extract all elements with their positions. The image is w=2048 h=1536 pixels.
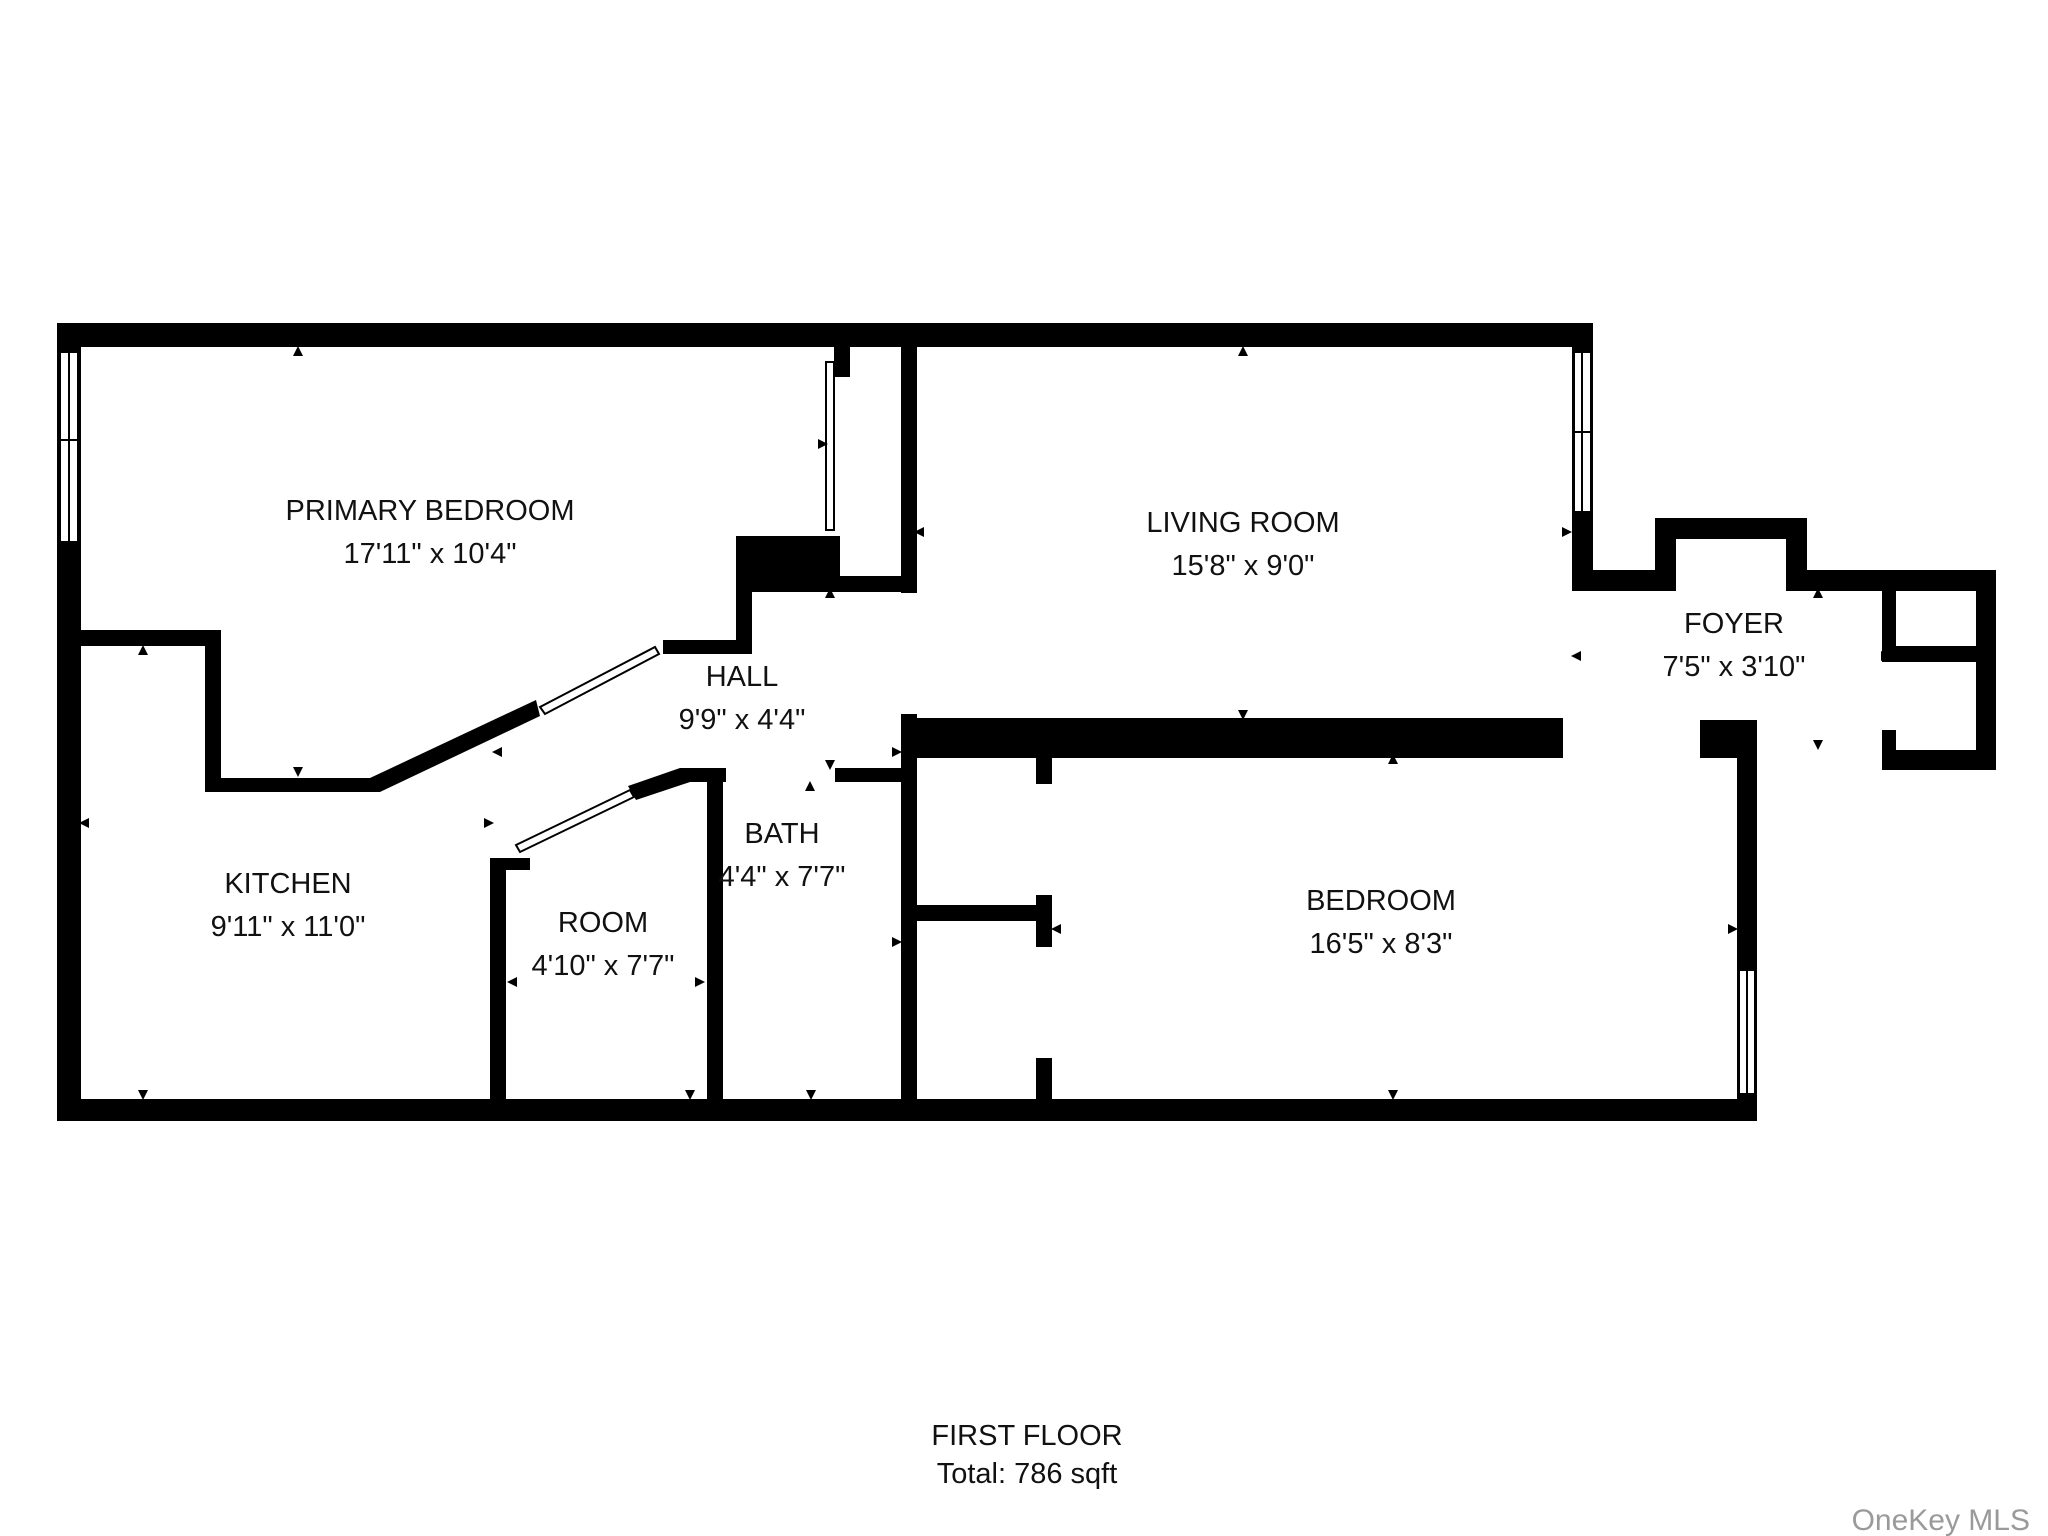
door-marker-icon bbox=[1238, 710, 1248, 720]
door-marker-icon bbox=[1051, 924, 1061, 934]
door-marker-icon bbox=[484, 818, 494, 828]
door-marker-icon bbox=[825, 760, 835, 770]
door-marker-icon bbox=[1571, 651, 1581, 661]
room-labels: PRIMARY BEDROOM 17'11" x 10'4" LIVING RO… bbox=[211, 495, 1806, 982]
door-marker-icon bbox=[892, 747, 902, 757]
room-dimensions-bedroom: 16'5" x 8'3" bbox=[1310, 928, 1453, 960]
door-marker-icon bbox=[805, 781, 815, 791]
room-dimensions-foyer: 7'5" x 3'10" bbox=[1663, 651, 1806, 683]
door-markers bbox=[79, 346, 1891, 1100]
closet-opening-primary bbox=[825, 361, 835, 531]
room-dimensions-hall: 9'9" x 4'4" bbox=[679, 704, 806, 736]
door-marker-icon bbox=[293, 346, 303, 356]
floor-summary: FIRST FLOOR Total: 786 sqft bbox=[931, 1420, 1122, 1490]
room-name-foyer: FOYER bbox=[1684, 608, 1784, 640]
door-marker-icon bbox=[79, 818, 89, 828]
watermark-logo-text: OneKey MLS bbox=[1852, 1504, 2030, 1536]
opening-hall-primary bbox=[538, 645, 661, 716]
room-name-bath: BATH bbox=[744, 818, 819, 850]
room-name-kitchen: KITCHEN bbox=[224, 868, 351, 900]
door-marker-icon bbox=[818, 439, 828, 449]
door-marker-icon bbox=[293, 767, 303, 777]
door-marker-icon bbox=[1388, 1090, 1398, 1100]
room-name-primary-bedroom: PRIMARY BEDROOM bbox=[286, 495, 575, 527]
door-marker-icon bbox=[1813, 588, 1823, 598]
door-marker-icon bbox=[825, 588, 835, 598]
door-marker-icon bbox=[914, 527, 924, 537]
room-dimensions-bath: 4'4" x 7'7" bbox=[719, 861, 846, 893]
room-name-room: ROOM bbox=[558, 907, 648, 939]
door-marker-icon bbox=[138, 1090, 148, 1100]
room-name-living-room: LIVING ROOM bbox=[1146, 507, 1339, 539]
opening-room-hall bbox=[514, 788, 636, 854]
windows bbox=[59, 351, 1756, 1095]
door-marker-icon bbox=[892, 937, 902, 947]
door-marker-icon bbox=[806, 1090, 816, 1100]
door-marker-icon bbox=[1728, 924, 1738, 934]
room-dimensions-primary-bedroom: 17'11" x 10'4" bbox=[343, 538, 516, 570]
door-marker-icon bbox=[1562, 527, 1572, 537]
door-marker-icon bbox=[1388, 754, 1398, 764]
walls bbox=[57, 323, 1996, 1121]
room-name-bedroom: BEDROOM bbox=[1306, 885, 1456, 917]
room-dimensions-room: 4'10" x 7'7" bbox=[532, 950, 675, 982]
door-marker-icon bbox=[1238, 346, 1248, 356]
door-marker-icon bbox=[492, 747, 502, 757]
door-marker-icon bbox=[138, 645, 148, 655]
door-marker-icon bbox=[507, 977, 517, 987]
total-area: Total: 786 sqft bbox=[937, 1458, 1118, 1490]
room-dimensions-kitchen: 9'11" x 11'0" bbox=[211, 911, 366, 943]
door-marker-icon bbox=[1881, 651, 1891, 661]
room-name-hall: HALL bbox=[706, 661, 779, 693]
floor-label: FIRST FLOOR bbox=[931, 1420, 1122, 1452]
room-dimensions-living-room: 15'8" x 9'0" bbox=[1172, 550, 1315, 582]
door-marker-icon bbox=[1813, 740, 1823, 750]
door-marker-icon bbox=[695, 977, 705, 987]
door-marker-icon bbox=[685, 1090, 695, 1100]
